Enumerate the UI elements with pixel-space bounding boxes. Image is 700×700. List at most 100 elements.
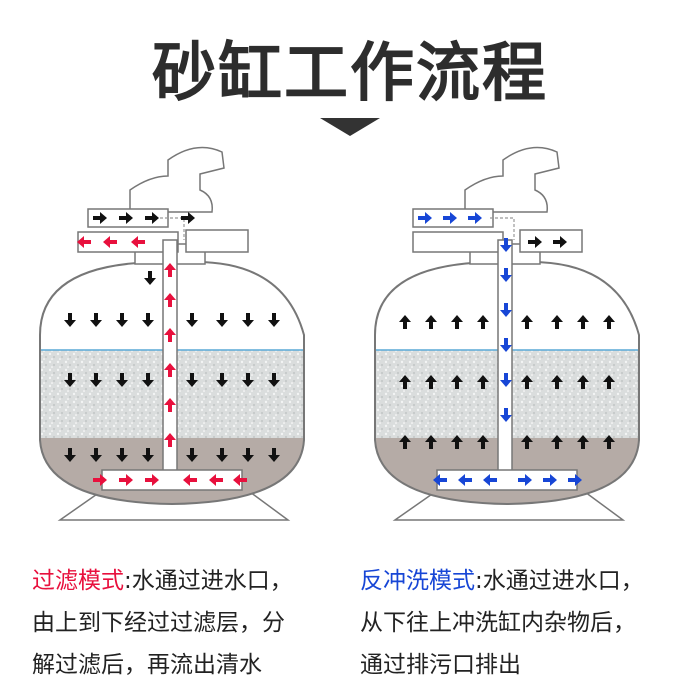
valve-path (490, 217, 515, 240)
inlet-arrow-icon (93, 212, 107, 224)
up-flow-arrow-icon (425, 375, 437, 389)
pipe-up-arrow-icon (164, 293, 176, 307)
collector-arrow-icon (93, 474, 107, 486)
up-flow-arrow-icon (399, 375, 411, 389)
down-flow-arrow-icon (142, 373, 154, 387)
down-flow-arrow-icon (186, 313, 198, 327)
up-flow-arrow-icon (425, 435, 437, 449)
inlet-arrow-icon (119, 212, 133, 224)
up-flow-arrow-icon (477, 315, 489, 329)
outlet-arrow-icon (103, 236, 117, 248)
lateral-arrow-icon (568, 474, 582, 486)
pipe-up-arrow-icon (164, 398, 176, 412)
down-flow-arrow-icon (144, 271, 156, 285)
collector-arrow-icon (145, 474, 159, 486)
down-flow-arrow-icon (142, 448, 154, 462)
lateral-arrow-icon (433, 474, 447, 486)
waste-port (185, 229, 249, 253)
up-flow-arrow-icon (577, 375, 589, 389)
filter-mode-caption: 过滤模式:水通过进水口，由上到下经过过滤层，分解过滤后，再流出清水 (32, 568, 293, 678)
multiport-valve (464, 146, 560, 213)
down-flow-arrow-icon (64, 448, 76, 462)
down-flow-arrow-icon (186, 373, 198, 387)
pipe-down-arrow-icon (500, 408, 512, 422)
lateral-arrow-icon (483, 474, 497, 486)
down-flow-arrow-icon (116, 313, 128, 327)
down-flow-arrow-icon (216, 448, 228, 462)
up-flow-arrow-icon (451, 375, 463, 389)
down-flow-arrow-icon (242, 313, 254, 327)
inlet-arrow-icon (181, 212, 195, 224)
backwash-mode-label: 反冲洗模式 (360, 568, 475, 594)
filter-mode-label: 过滤模式 (32, 568, 124, 594)
page-title: 砂缸工作流程 (152, 37, 548, 111)
down-flow-arrow-icon (268, 448, 280, 462)
down-flow-arrow-icon (116, 448, 128, 462)
down-flow-arrow-icon (268, 373, 280, 387)
filter-flow-arrows (64, 212, 280, 486)
inlet-arrow-icon (418, 212, 432, 224)
down-flow-arrow-icon (64, 373, 76, 387)
up-flow-arrow-icon (551, 375, 563, 389)
pipe-up-arrow-icon (164, 263, 176, 277)
down-triangle-icon (320, 118, 380, 136)
pipe-up-arrow-icon (164, 363, 176, 377)
collector-arrow-icon (233, 474, 247, 486)
inlet-arrow-icon (443, 212, 457, 224)
pipe-down-arrow-icon (500, 338, 512, 352)
inlet-arrow-icon (468, 212, 482, 224)
lateral-arrow-icon (458, 474, 472, 486)
collector-arrow-icon (209, 474, 223, 486)
waste-arrow-icon (528, 236, 542, 248)
pipe-down-arrow-icon (500, 268, 512, 282)
down-flow-arrow-icon (90, 373, 102, 387)
pipe-down-arrow-icon (500, 303, 512, 317)
collector-arrow-icon (119, 474, 133, 486)
down-flow-arrow-icon (142, 313, 154, 327)
pipe-up-arrow-icon (164, 328, 176, 342)
inlet-arrow-icon (145, 212, 159, 224)
up-flow-arrow-icon (577, 315, 589, 329)
up-flow-arrow-icon (399, 315, 411, 329)
down-flow-arrow-icon (64, 313, 76, 327)
backwash-caption-line-2: 从下往上冲洗缸内杂物后， (360, 610, 636, 636)
outlet-arrow-icon (77, 236, 91, 248)
down-flow-arrow-icon (216, 313, 228, 327)
filter-caption-line-1: 水通过进水口， (131, 568, 293, 594)
down-flow-arrow-icon (90, 448, 102, 462)
multiport-valve (129, 146, 225, 213)
lateral-arrow-icon (543, 474, 557, 486)
pipe-down-arrow-icon (500, 373, 512, 387)
backwash-flow-arrows (399, 212, 615, 486)
tank-shell (39, 261, 305, 506)
down-flow-arrow-icon (90, 313, 102, 327)
up-flow-arrow-icon (551, 315, 563, 329)
up-flow-arrow-icon (603, 435, 615, 449)
down-flow-arrow-icon (268, 313, 280, 327)
up-flow-arrow-icon (425, 315, 437, 329)
tank-shell (374, 261, 640, 506)
waste-arrow-icon (553, 236, 567, 248)
up-flow-arrow-icon (477, 375, 489, 389)
backwash-caption-line-3: 通过排污口排出 (360, 652, 521, 678)
lateral-arrow-icon (518, 474, 532, 486)
down-flow-arrow-icon (116, 373, 128, 387)
backwash-caption-line-1: 水通过进水口， (482, 568, 644, 594)
valve-path (160, 217, 185, 240)
filter-caption-line-3: 解过滤后，再流出清水 (32, 652, 262, 678)
up-flow-arrow-icon (451, 315, 463, 329)
filter-caption-line-2: 由上到下经过过滤层，分 (32, 610, 285, 636)
down-flow-arrow-icon (242, 373, 254, 387)
up-flow-arrow-icon (521, 435, 533, 449)
up-flow-arrow-icon (477, 435, 489, 449)
backwash-mode-caption: 反冲洗模式:水通过进水口，从下往上冲洗缸内杂物后，通过排污口排出 (360, 568, 644, 678)
pipe-down-arrow-icon (500, 238, 512, 252)
return-pipe (412, 231, 504, 253)
up-flow-arrow-icon (603, 375, 615, 389)
down-flow-arrow-icon (186, 448, 198, 462)
up-flow-arrow-icon (577, 435, 589, 449)
down-flow-arrow-icon (216, 373, 228, 387)
pipe-up-arrow-icon (164, 433, 176, 447)
backwash-mode-tank (374, 146, 640, 521)
